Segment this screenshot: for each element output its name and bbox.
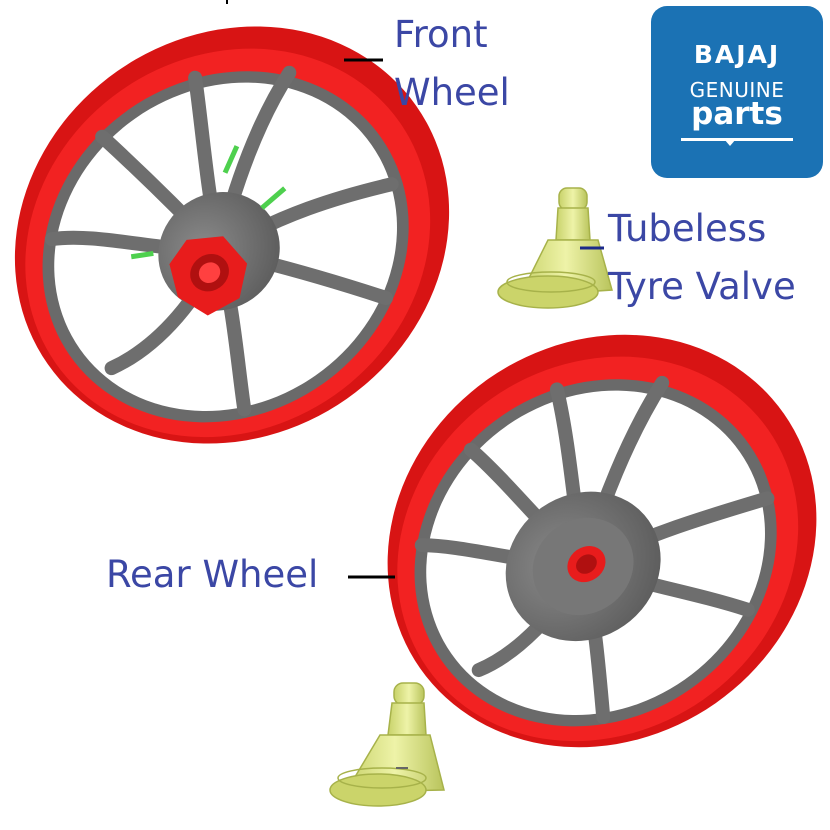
tubeless-valve-label-line1: Tubeless (608, 207, 767, 250)
bajaj-genuine-parts-logo: BAJAJ GENUINE parts (651, 6, 823, 178)
front-wheel-label: Front Wheel (394, 6, 510, 122)
front-wheel (14, 26, 450, 444)
logo-parts: parts (691, 96, 783, 132)
rear-axle-hole (576, 554, 597, 574)
front-wheel-label-line2: Wheel (394, 71, 510, 114)
front-wheel-label-line1: Front (394, 13, 488, 56)
tyre-valve-upper (497, 187, 613, 309)
front-green-marks (130, 145, 287, 260)
logo-genuine: GENUINE (689, 78, 785, 102)
logo-underline (681, 138, 793, 141)
logo-arrow-icon (724, 139, 736, 146)
tyre-valve-lower (329, 682, 445, 807)
tubeless-valve-label: Tubeless Tyre Valve (608, 200, 796, 316)
rear-wheel (387, 334, 817, 748)
rear-wheel-label: Rear Wheel (106, 553, 319, 596)
logo-brand: BAJAJ (693, 40, 781, 69)
tubeless-valve-label-line2: Tyre Valve (608, 265, 796, 308)
front-brake-mount (169, 236, 248, 316)
